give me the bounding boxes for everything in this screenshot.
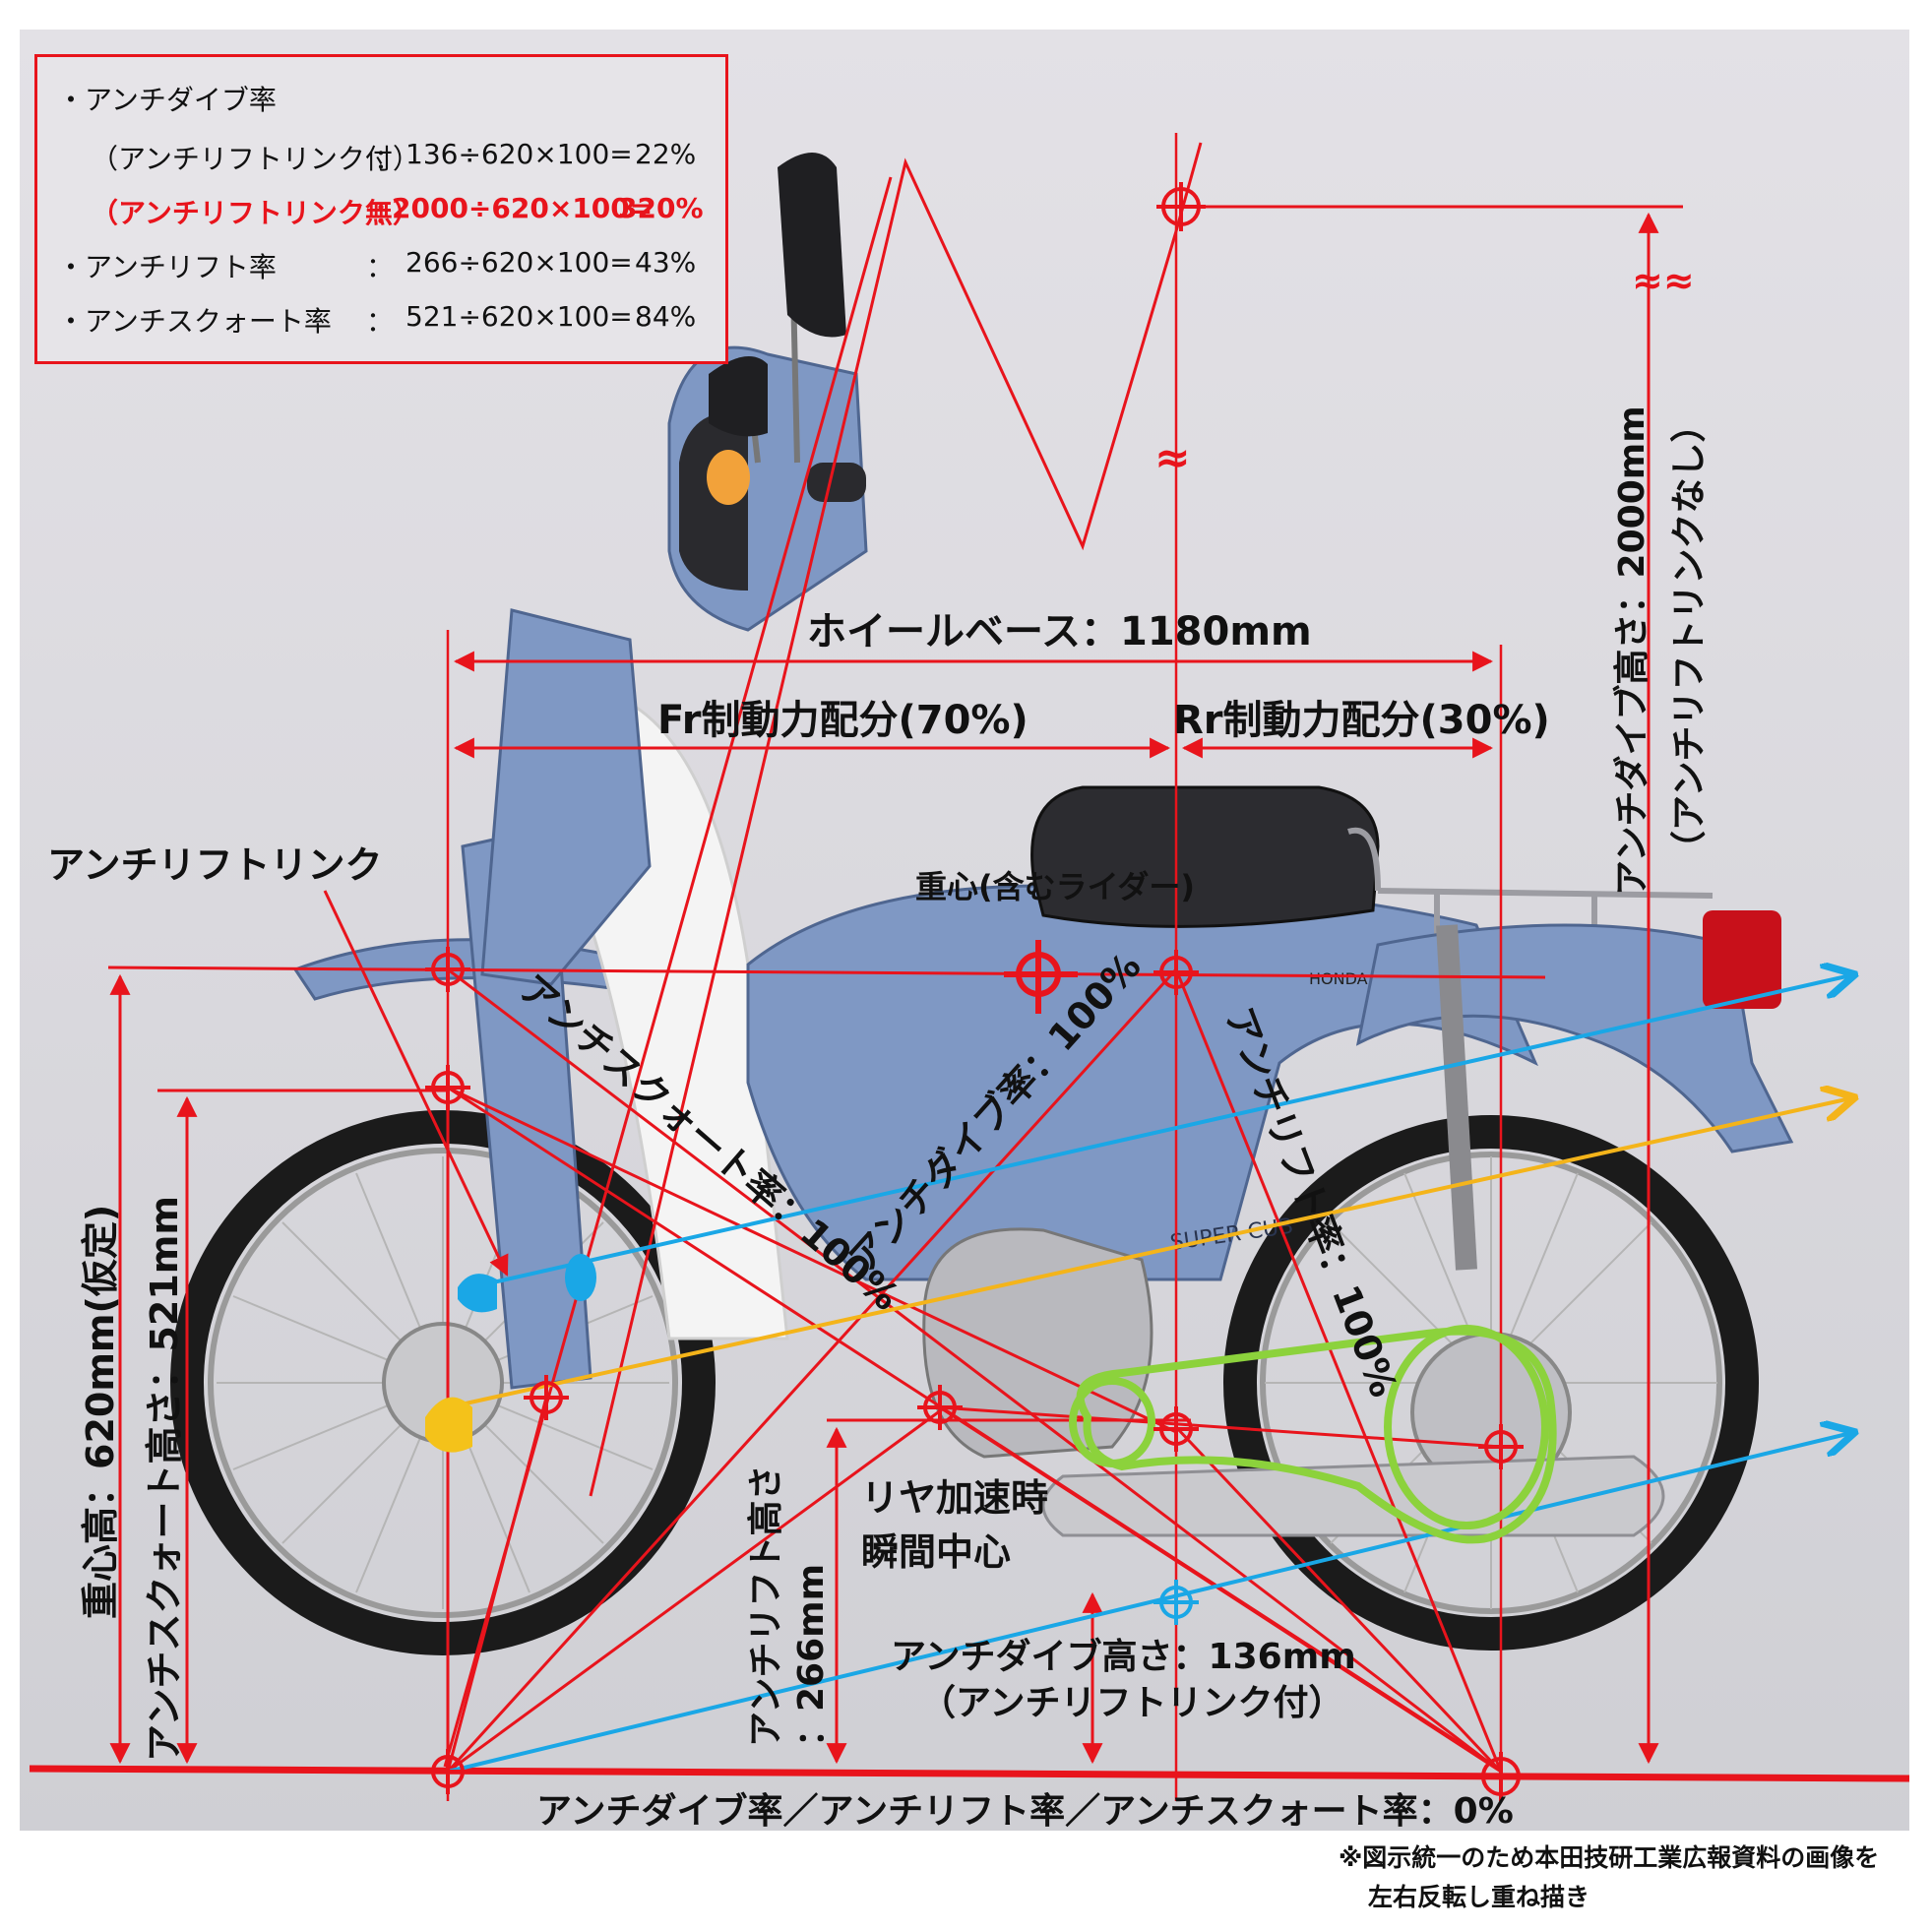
- front-anti-squat-marker: [425, 1065, 470, 1110]
- blue-line-lower: [447, 1432, 1855, 1774]
- top-2000-marker: [1156, 182, 1206, 231]
- formula-legend: [34, 54, 728, 364]
- legend-anti-squat-colon: ：: [366, 305, 395, 338]
- instant-center-label-2: 瞬間中心: [861, 1530, 1011, 1574]
- cog-marker: [1004, 940, 1078, 1014]
- footnote-line-2: 左右反転し重ね描き: [1368, 1883, 1590, 1911]
- legend-without-link-formula: 2000÷620×100=: [392, 192, 654, 224]
- break-mark-vertical: ≈: [1154, 433, 1191, 483]
- anti-dive-136-label-1: アンチダイブ高さ：136mm: [891, 1636, 1356, 1677]
- break-mark-dimension: ≈≈: [1632, 259, 1695, 302]
- cog-label: 重心(含むライダー): [915, 868, 1195, 905]
- geometry-lines: [29, 133, 1910, 1801]
- anti-lift-100-line: [1174, 968, 1503, 1773]
- anti-dive-100-line: [446, 967, 1178, 1774]
- footnote-line-1: ※図示統一のため本田技研工業広報資料の画像を: [1339, 1843, 1880, 1872]
- cog-vertical-marker: [1153, 950, 1199, 995]
- legend-without-link-colon: ：: [374, 197, 403, 229]
- legend-anti-squat-label: ・アンチスクォート率: [57, 305, 332, 338]
- legend-anti-lift-colon: ：: [366, 251, 395, 283]
- front-contact-marker: [425, 1749, 470, 1794]
- anti-squat-point-marker: [524, 1375, 569, 1420]
- front-brake-label: Fr制動力配分(70%): [657, 698, 1028, 743]
- anti-dive-136-marker: [1153, 1580, 1199, 1625]
- brand-text: HONDA: [1309, 969, 1368, 988]
- anti-lift-link-label: アンチリフトリンク: [47, 843, 382, 887]
- yellow-line: [447, 1097, 1855, 1409]
- link-pivots: [425, 1254, 596, 1453]
- rear-sprocket: [1384, 1325, 1549, 1529]
- blue-line-upper: [462, 974, 1855, 1291]
- legend-with-link-colon: ：: [374, 143, 403, 175]
- anti-squat-height-label: アンチスクォート高さ：521mm: [143, 1196, 186, 1762]
- anti-dive-136-label-2: （アンチリフトリンク付）: [920, 1683, 1344, 1723]
- anti-lift-height-label-1: アンチリフト高さ: [746, 1465, 786, 1747]
- rear-brake-label: Rr制動力配分(30%): [1173, 698, 1550, 743]
- anti-dive-zigzag: [589, 157, 1178, 1497]
- anti-lift-height-label-2: ：266mm: [791, 1564, 832, 1747]
- markers: [425, 182, 1526, 1801]
- ground-line: [29, 1765, 1910, 1782]
- legend-anti-lift-value: 43%: [635, 246, 697, 279]
- front-cog-marker: [425, 947, 470, 992]
- legend-anti-dive-heading: ・アンチダイブ率: [57, 84, 277, 116]
- legend-with-link-label: （アンチリフトリンク付）: [91, 143, 420, 175]
- legend-anti-lift-label: ・アンチリフト率: [57, 251, 277, 283]
- legend-anti-lift-formula: 266÷620×100=: [405, 246, 633, 279]
- legend-without-link-label: （アンチリフトリンク無）: [91, 197, 420, 229]
- front-wheel: [170, 1110, 716, 1655]
- legend-anti-squat-value: 84%: [635, 300, 697, 333]
- mid-marker: [1153, 1406, 1199, 1452]
- legend-without-link-value: 320%: [618, 192, 704, 224]
- instant-center-label-1: リヤ加速時: [861, 1476, 1048, 1520]
- legend-anti-squat-formula: 521÷620×100=: [405, 300, 633, 333]
- front-sprocket: [1069, 1377, 1155, 1467]
- instant-center-marker: [917, 1385, 963, 1430]
- legend-with-link-formula: 136÷620×100=: [405, 138, 633, 170]
- legend-with-link-value: 22%: [635, 138, 697, 170]
- cog-horizontal: [107, 966, 1546, 979]
- anti-lift-link-pointer: [323, 890, 509, 1277]
- cog-height-label: 重心高：620mm(仮定): [79, 1205, 122, 1619]
- ground-zero-label: アンチダイブ率／アンチリフト率／アンチスクォート率：0%: [536, 1790, 1514, 1832]
- anti-dive-2000-label-1: アンチダイブ高さ：2000mm: [1611, 405, 1652, 896]
- wheelbase-label: ホイールベース：1180mm: [807, 609, 1312, 654]
- anti-squat-100-line: [447, 967, 1502, 1774]
- rear-axle-marker: [1478, 1424, 1524, 1469]
- anti-dive-2000-label-2: （アンチリフトリンクなし）: [1669, 406, 1710, 866]
- rear-contact-marker: [1476, 1752, 1526, 1801]
- motorcycle-illustration: SUPER CUB HONDA: [170, 153, 1794, 1655]
